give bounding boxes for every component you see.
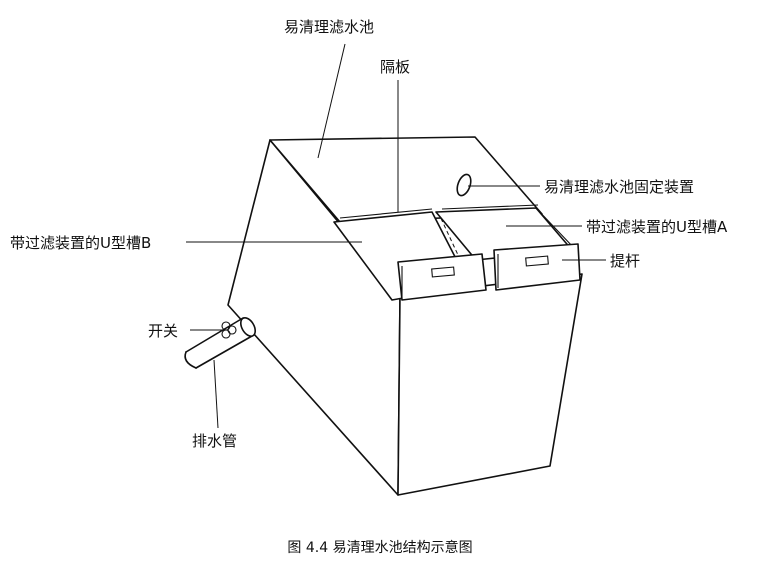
drain-pipe	[184, 317, 257, 369]
fixing-device-ring	[456, 173, 472, 197]
tank-body	[227, 136, 583, 496]
switch-valve	[221, 321, 237, 339]
label-u-trough-b: 带过滤装置的U型槽B	[10, 234, 151, 252]
label-switch: 开关	[148, 322, 178, 340]
leader-lines	[186, 43, 606, 429]
label-u-trough-a: 带过滤装置的U型槽A	[586, 218, 728, 236]
tank-front-face	[397, 273, 583, 496]
label-tank: 易清理滤水池	[284, 18, 374, 36]
lever-handle-right	[493, 243, 581, 291]
figure-caption: 图 4.4 易清理水池结构示意图	[287, 539, 472, 556]
label-fixing-device: 易清理滤水池固定装置	[544, 178, 694, 196]
label-drain-pipe: 排水管	[192, 432, 237, 450]
lever-handle-left	[397, 253, 487, 301]
leader-tank	[317, 43, 346, 159]
leader-drain-pipe	[213, 359, 219, 429]
label-partition: 隔板	[380, 58, 410, 76]
label-lever: 提杆	[610, 252, 640, 270]
